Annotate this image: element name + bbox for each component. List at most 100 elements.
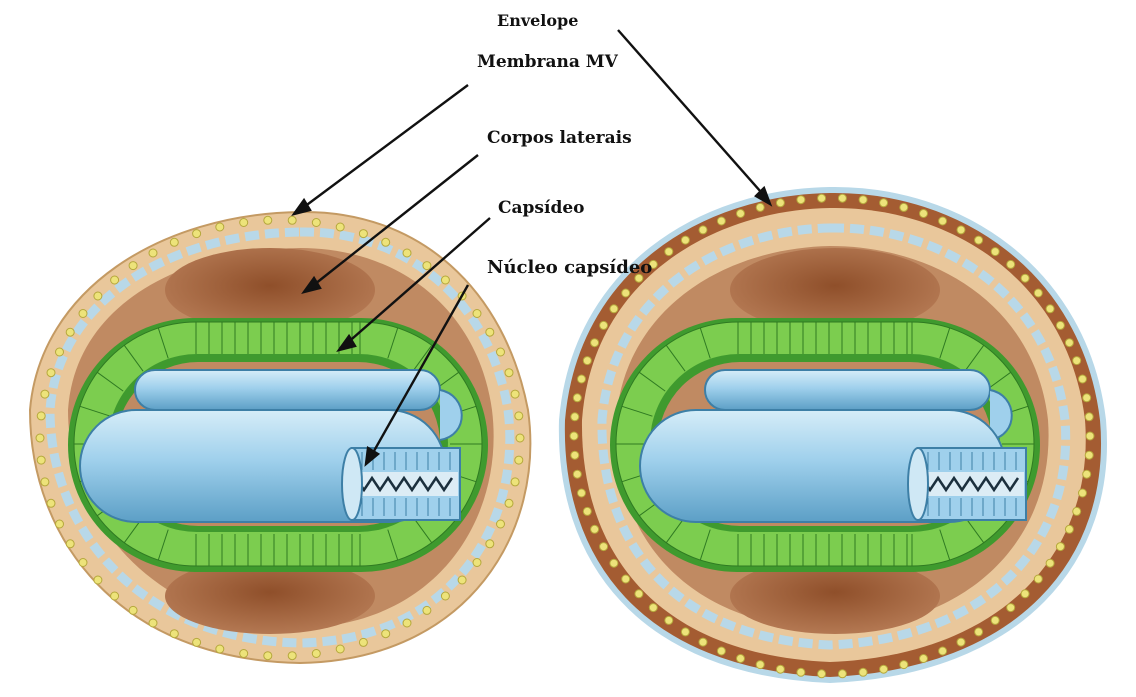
membrane-protein [1034, 575, 1042, 583]
membrane-protein [47, 369, 55, 377]
membrane-protein [1046, 559, 1054, 567]
membrane-protein [920, 210, 928, 218]
membrane-protein [859, 196, 867, 204]
membrane-protein [516, 434, 524, 442]
membrane-protein [880, 665, 888, 673]
membrane-protein [79, 559, 87, 567]
membrane-protein [56, 520, 64, 528]
membrane-protein [1073, 507, 1081, 515]
membrane-protein [920, 655, 928, 663]
membrane-protein [838, 670, 846, 678]
membrane-protein [681, 236, 689, 244]
membrane-protein [1056, 321, 1064, 329]
membrane-protein [797, 196, 805, 204]
membrane-protein [635, 590, 643, 598]
membrane-protein [571, 451, 579, 459]
membrane-protein [41, 390, 49, 398]
membrane-protein [900, 661, 908, 669]
membrane-protein [382, 238, 390, 246]
membrane-protein [859, 668, 867, 676]
membrane-protein [56, 348, 64, 356]
label-membrane: Membrana MV [477, 52, 619, 72]
membrane-protein [1056, 543, 1064, 551]
membrane-protein [1046, 305, 1054, 313]
membrane-protein [957, 226, 965, 234]
membrane-protein [1079, 489, 1087, 497]
membrane-protein [583, 507, 591, 515]
membrane-protein [473, 559, 481, 567]
membrane-protein [216, 223, 224, 231]
membrane-protein [1086, 432, 1094, 440]
membrane-protein [1065, 339, 1073, 347]
membrane-protein [458, 576, 466, 584]
membrane-protein [423, 606, 431, 614]
membrane-protein [170, 630, 178, 638]
membrane-protein [149, 619, 157, 627]
membrane-protein [649, 604, 657, 612]
membrane-protein [66, 328, 74, 336]
membrane-protein [441, 592, 449, 600]
membrane-protein [756, 203, 764, 211]
membrane-protein [1073, 357, 1081, 365]
membrane-protein [1085, 413, 1093, 421]
arrow-envelope [618, 30, 768, 200]
membrane-protein [264, 216, 272, 224]
membrane-protein [571, 413, 579, 421]
membrane-protein [717, 647, 725, 655]
capsid-core [80, 370, 462, 522]
membrane-protein [991, 248, 999, 256]
membrane-protein [776, 199, 784, 207]
membrane-protein [776, 665, 784, 673]
membrane-protein [111, 276, 119, 284]
membrane-protein [573, 394, 581, 402]
membrane-protein [423, 262, 431, 270]
membrane-protein [497, 520, 505, 528]
membrane-protein [600, 543, 608, 551]
membrane-protein [957, 638, 965, 646]
membrane-protein [578, 375, 586, 383]
membrane-protein [193, 230, 201, 238]
membrane-protein [111, 592, 119, 600]
membrane-protein [622, 289, 630, 297]
membrane-protein [665, 616, 673, 624]
label-capsid: Capsídeo [498, 198, 585, 218]
membrane-protein [47, 499, 55, 507]
membrane-protein [37, 412, 45, 420]
membrane-protein [240, 650, 248, 658]
membrane-protein [591, 525, 599, 533]
membrane-protein [900, 203, 908, 211]
membrane-protein [838, 194, 846, 202]
membrane-protein [486, 540, 494, 548]
membrane-protein [240, 219, 248, 227]
membrane-protein [312, 219, 320, 227]
membrane-protein [1085, 451, 1093, 459]
membrane-protein [505, 369, 513, 377]
membrane-protein [591, 339, 599, 347]
membrane-protein [41, 478, 49, 486]
arrow-membrane [300, 85, 468, 210]
membrane-protein [486, 328, 494, 336]
membrane-protein [583, 357, 591, 365]
membrane-protein [1007, 604, 1015, 612]
membrane-protein [359, 230, 367, 238]
label-core: Núcleo capsídeo [487, 257, 652, 278]
membrane-protein [622, 575, 630, 583]
membrane-protein [515, 412, 523, 420]
membrane-protein [170, 238, 178, 246]
label-lateral-bodies: Corpos laterais [487, 128, 632, 148]
membrane-protein [1021, 590, 1029, 598]
membrane-protein [1065, 525, 1073, 533]
membrane-protein [939, 217, 947, 225]
membrane-protein [66, 540, 74, 548]
membrane-protein [737, 655, 745, 663]
membrane-protein [939, 647, 947, 655]
membrane-protein [216, 645, 224, 653]
membrane-protein [79, 310, 87, 318]
membrane-protein [818, 670, 826, 678]
membrane-protein [756, 661, 764, 669]
membrane-protein [505, 499, 513, 507]
membrane-protein [515, 456, 523, 464]
membrane-protein [473, 310, 481, 318]
membrane-protein [975, 236, 983, 244]
